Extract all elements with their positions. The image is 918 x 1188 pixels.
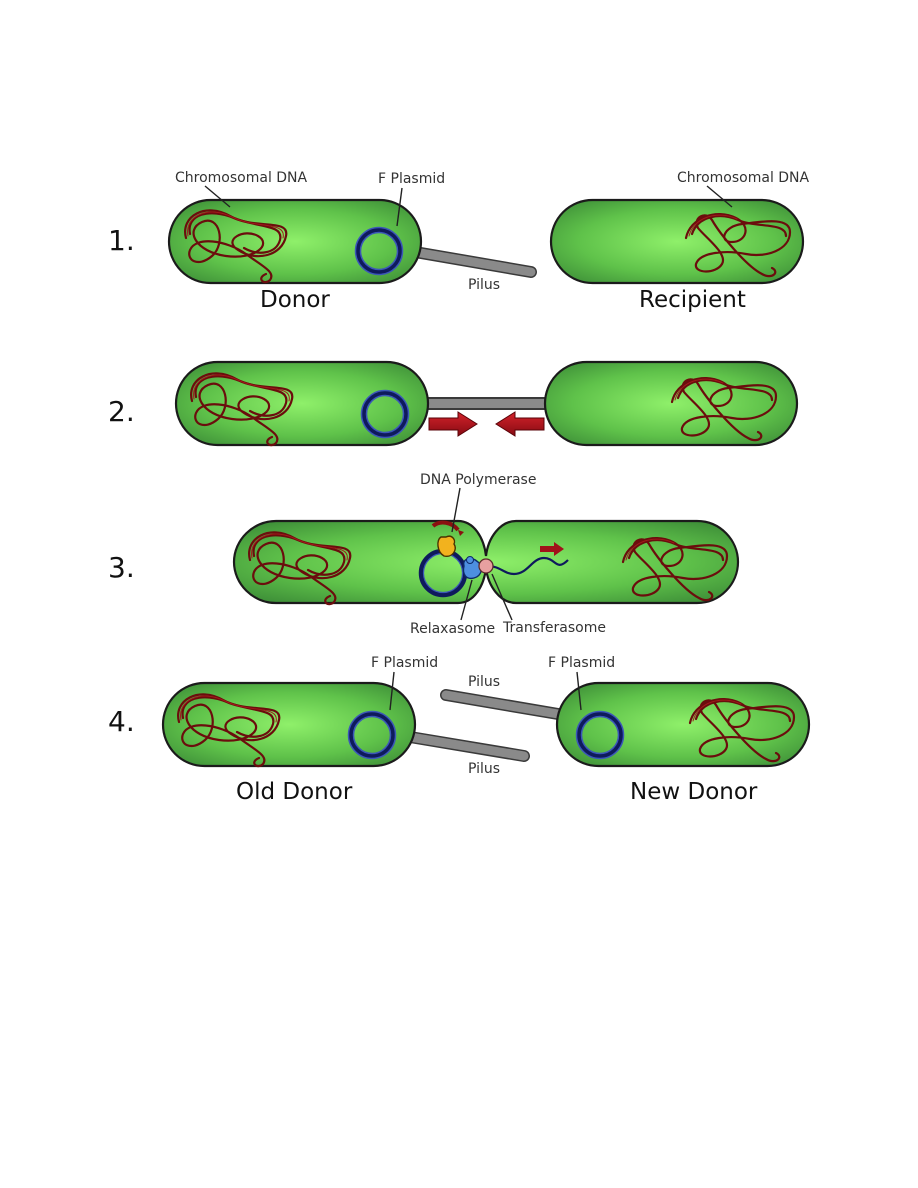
pilus-step2 — [424, 397, 550, 410]
step-number-2: 2. — [108, 395, 135, 428]
old-donor-cell-step4 — [161, 681, 417, 768]
f-plasmid-label-step1: F Plasmid — [378, 171, 445, 187]
pilus-new-donor-step4 — [440, 689, 570, 721]
new-donor-cell-step4 — [555, 681, 811, 768]
donor-cell-step2 — [174, 360, 430, 447]
donor-label: Donor — [260, 287, 330, 313]
f-plasmid-label-step4-right: F Plasmid — [548, 655, 615, 671]
pilus-old-donor-step4 — [404, 731, 530, 762]
step-number-1: 1. — [108, 224, 135, 257]
dna-polymerase-label: DNA Polymerase — [420, 472, 536, 488]
transfer-direction-arrow-icon — [540, 542, 564, 556]
arrow-left-icon — [495, 411, 545, 437]
pilus-label-step4-top: Pilus — [468, 674, 500, 690]
arrow-right-icon — [428, 411, 478, 437]
old-donor-label: Old Donor — [236, 779, 353, 805]
step-number-4: 4. — [108, 705, 135, 738]
new-donor-label: New Donor — [630, 779, 758, 805]
donor-cell-step1 — [167, 198, 423, 285]
relaxasome-label: Relaxasome — [410, 621, 495, 637]
step-number-3: 3. — [108, 551, 135, 584]
transferasome-label: Transferasome — [502, 620, 606, 636]
chromosomal-dna-label-right: Chromosomal DNA — [677, 170, 810, 186]
pilus-label-step4-bottom: Pilus — [468, 761, 500, 777]
recipient-cell-step1 — [549, 198, 805, 285]
pilus-label-step1: Pilus — [468, 277, 500, 293]
relaxase-icon — [462, 556, 483, 580]
transferase-icon — [478, 558, 494, 574]
recipient-cell-step2 — [543, 360, 799, 447]
dna-polymerase-icon — [431, 520, 464, 558]
f-plasmid-label-step4-left: F Plasmid — [371, 655, 438, 671]
transferred-dna-strand — [487, 556, 569, 576]
pilus-step1 — [409, 246, 537, 278]
recipient-label: Recipient — [639, 287, 746, 313]
chromosomal-dna-label-left: Chromosomal DNA — [175, 170, 308, 186]
